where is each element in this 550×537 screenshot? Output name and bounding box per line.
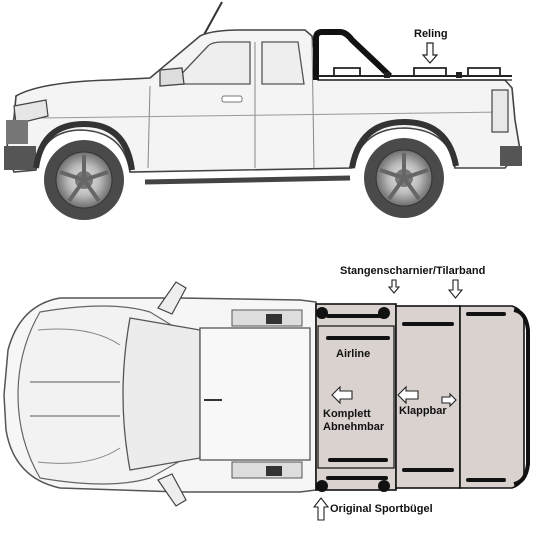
window-dark-l [266,314,282,324]
reling-arrow [421,42,439,64]
front-arch [33,120,135,171]
top-view-truck [3,281,317,507]
rail-clamp-2 [413,67,447,76]
rear-arch [349,118,459,169]
sportbar-post-tl [316,307,328,319]
arrow-stangenscharnier-2 [447,279,464,299]
komplett-inner [317,325,395,469]
top-mirror-right [157,473,187,507]
arrow-komplett [331,385,353,405]
body-crease [39,111,506,119]
side-view-truck [4,1,522,220]
label-komplett-line2: Abnehmbar [323,420,385,433]
label-original-sportbuegel: Original Sportbügel [330,503,433,515]
arrow-sportbuegel [312,497,330,521]
rail-clamp-3 [467,67,501,76]
side-window-front [170,41,251,85]
door-handle [221,95,243,103]
sportbar-post-tr [378,307,390,319]
top-rear-bumper [513,308,530,486]
tail-light [491,89,509,133]
side-mirror [159,67,185,87]
running-board [144,175,351,185]
top-mirror-left [157,281,187,315]
label-airline: Airline [336,348,371,360]
hood-detail-bottom [37,447,121,464]
rail-post-1 [384,72,390,78]
rail-clamp-1 [333,67,361,76]
window-dark-r [266,466,282,476]
arrow-klappbar-left [397,385,419,405]
side-sportbar [313,29,393,80]
label-reling: Reling [414,28,448,40]
klappbar-panel-2 [459,305,525,489]
front-bumper [4,146,36,170]
label-klappbar: Klappbar [399,405,447,417]
label-komplett-line1: Komplett [323,408,371,420]
sportbar-post-br [378,480,390,492]
side-window-rear [261,41,305,85]
windshield [122,317,201,471]
door-line-rear [311,39,315,169]
rear-wheel [364,138,444,218]
rail-post-2 [456,72,462,78]
side-body [5,29,521,173]
sportbar-post-bl [316,480,328,492]
hood-detail-top [37,328,121,346]
cab-roof [199,327,311,461]
front-wheel [44,140,124,220]
grille [6,120,28,144]
arrow-klappbar-right [441,392,457,408]
label-stangenscharnier: Stangenscharnier/Tilarband [340,265,486,277]
label-komplett: Komplett Abnehmbar [323,408,384,433]
rear-bumper [500,146,522,166]
headlight [13,99,49,125]
arrow-stangenscharnier-1 [387,279,401,294]
door-line-front [147,85,151,169]
